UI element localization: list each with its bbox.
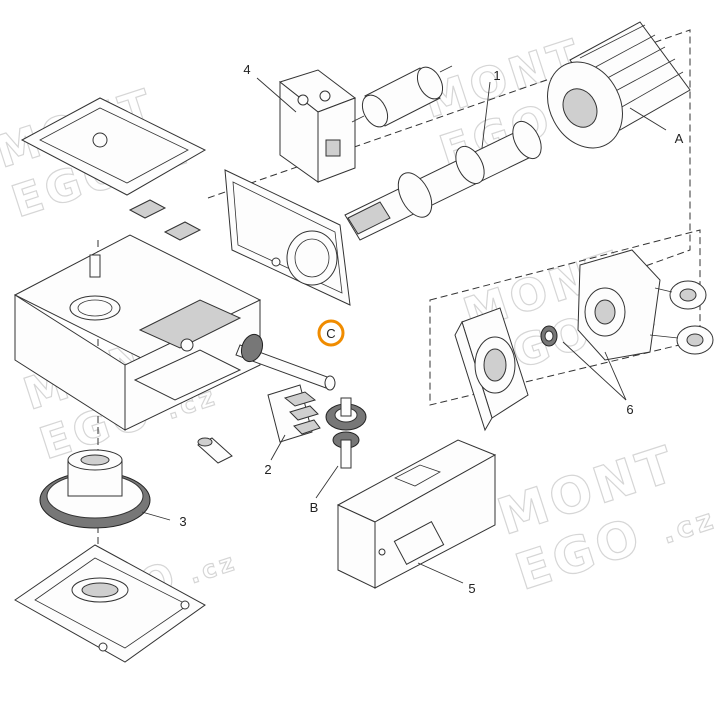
watermark-bottom-right: MONT EGO .cz — [490, 434, 717, 602]
highlight-circle-c — [317, 319, 345, 347]
motor-housing-a — [547, 21, 691, 149]
watermark-text-suffix: .cz — [658, 502, 717, 551]
main-housing — [13, 234, 262, 431]
small-gear — [540, 325, 558, 347]
motor-shaft-1 — [344, 120, 542, 241]
label-c: C — [326, 326, 335, 341]
label-1: 1 — [493, 68, 500, 83]
label-6: 6 — [626, 402, 633, 417]
cover-5 — [336, 439, 497, 589]
flange-part — [454, 307, 529, 432]
assembly-outline-top — [207, 29, 691, 269]
switch-bracket-2 — [267, 384, 321, 443]
watermark-text-suffix: .cz — [185, 547, 241, 589]
capacitor — [351, 65, 453, 128]
clip-parts — [128, 199, 202, 241]
label-3: 3 — [179, 514, 186, 529]
label-4: 4 — [243, 62, 250, 77]
base-plate — [14, 544, 206, 663]
leader-lines — [141, 77, 667, 584]
mounting-plate — [224, 169, 351, 306]
gear-wheel-3 — [39, 449, 151, 529]
worm-shaft-c — [235, 333, 336, 391]
gearbox-6 — [577, 249, 714, 361]
label-5: 5 — [468, 581, 475, 596]
sleeve-part — [197, 437, 233, 464]
bracket-4 — [278, 69, 357, 183]
gear-assembly-b — [325, 397, 367, 469]
label-b: B — [310, 500, 319, 515]
label-a: A — [675, 131, 684, 146]
gasket-plate — [20, 97, 207, 196]
label-2: 2 — [264, 462, 271, 477]
